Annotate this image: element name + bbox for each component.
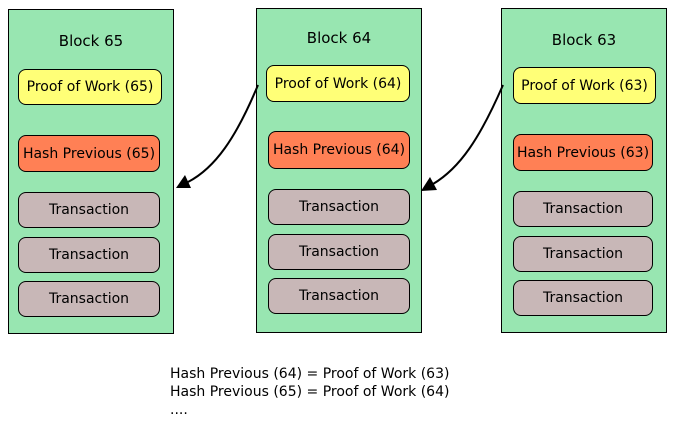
proof-of-work-box: Proof of Work (64) <box>266 65 410 102</box>
block-title: Block 63 <box>551 31 617 49</box>
transaction-box: Transaction <box>268 278 410 314</box>
formula-line-1: Hash Previous (64) = Proof of Work (63) <box>170 366 450 382</box>
block-63: Block 63 Proof of Work (63) Hash Previou… <box>501 8 667 333</box>
transaction-box: Transaction <box>268 234 410 270</box>
transaction-box: Transaction <box>513 236 653 272</box>
arrow-block63-to-block64 <box>432 84 504 185</box>
transaction-box: Transaction <box>268 189 410 225</box>
arrowhead-block65 <box>176 175 191 188</box>
formula-ellipsis: .... <box>170 402 188 418</box>
hash-previous-box: Hash Previous (63) <box>513 134 653 171</box>
transaction-box: Transaction <box>18 192 160 228</box>
block-65: Block 65 Proof of Work (65) Hash Previou… <box>8 9 174 334</box>
hash-previous-box: Hash Previous (64) <box>268 131 410 169</box>
transaction-box: Transaction <box>18 281 160 317</box>
arrow-block64-to-block65 <box>187 84 259 183</box>
transaction-box: Transaction <box>513 191 653 227</box>
block-title: Block 65 <box>58 32 124 50</box>
block-64: Block 64 Proof of Work (64) Hash Previou… <box>256 8 422 333</box>
formula-line-2: Hash Previous (65) = Proof of Work (64) <box>170 384 450 400</box>
arrowhead-block64 <box>421 177 437 191</box>
proof-of-work-box: Proof of Work (63) <box>513 67 656 104</box>
block-title: Block 64 <box>306 29 372 47</box>
proof-of-work-box: Proof of Work (65) <box>18 69 162 105</box>
transaction-box: Transaction <box>513 280 653 316</box>
hash-previous-box: Hash Previous (65) <box>18 135 160 172</box>
transaction-box: Transaction <box>18 237 160 273</box>
